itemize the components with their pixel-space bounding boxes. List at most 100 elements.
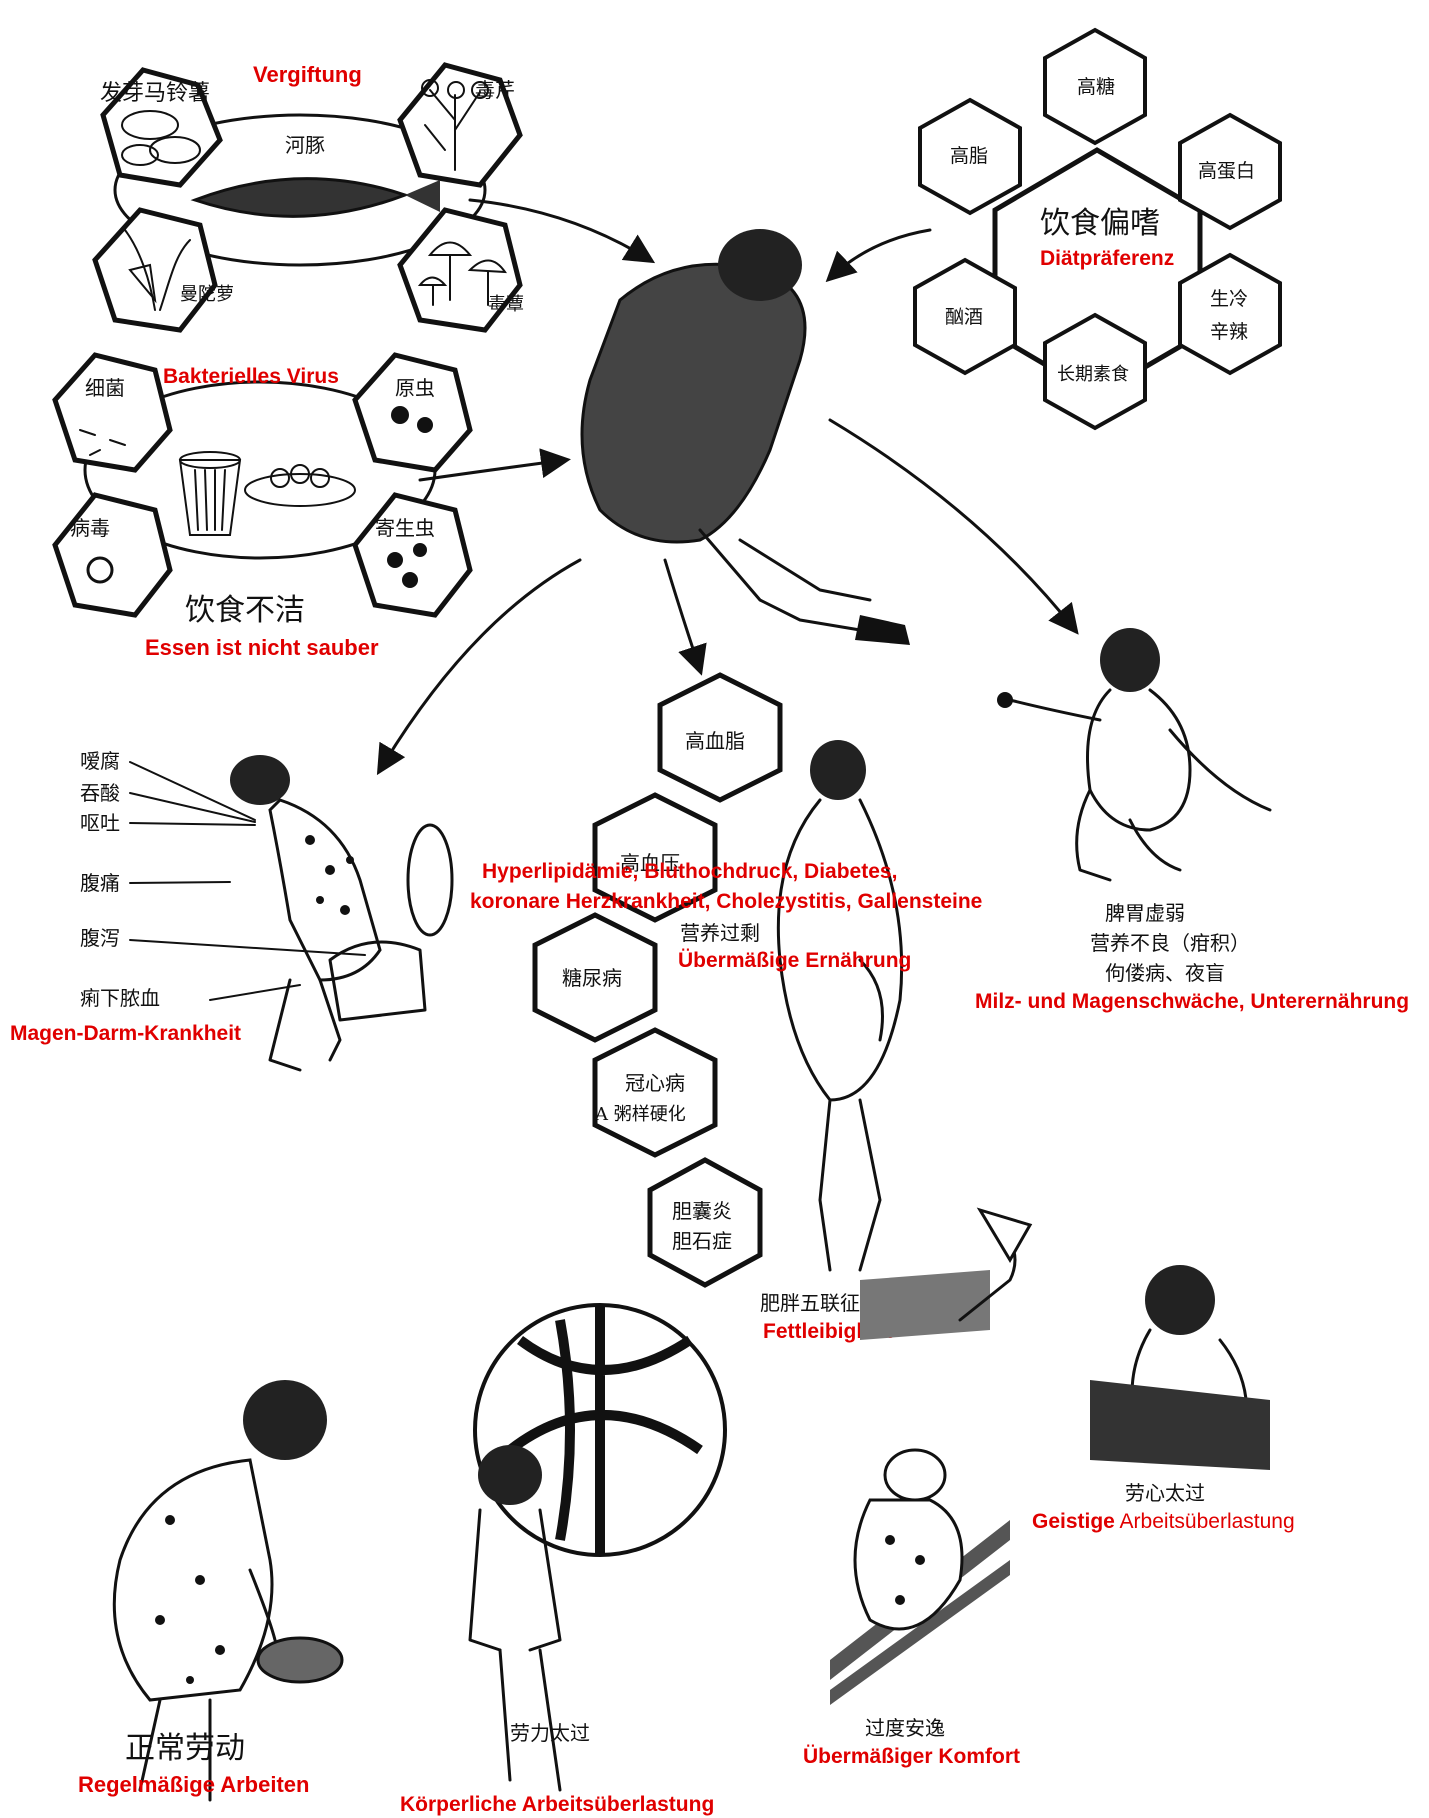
virus-hex [52, 492, 173, 618]
pref-hex-protein [1178, 112, 1282, 231]
poison-item-datura: 曼陀萝 [180, 284, 234, 305]
unclean-item-protozoa: 原虫 [395, 376, 435, 400]
preference-center-zh: 饮食偏嗜 [1040, 206, 1160, 241]
bacteria-drawing [79, 429, 126, 456]
poison-item-hemlock: 毒芹 [475, 78, 515, 102]
physical-overwork-cluster: 劳力太过 Körperliche Arbeitsüberlastung [400, 1303, 727, 1816]
mental-overwork-de-rest: Arbeitsüberlastung [1115, 1510, 1295, 1533]
obesity-hex-gall [647, 1157, 763, 1288]
physical-overwork-zh: 劳力太过 [510, 1721, 590, 1745]
poison-item-potato: 发芽马铃薯 [100, 81, 210, 106]
gastro-symptom-3: 呕吐 [80, 811, 120, 835]
poisoning-ellipse [113, 113, 487, 267]
mental-overwork-de: Geistige Arbeitsüberlastung [1032, 1510, 1295, 1533]
obesity-diseases-de-line1: Hyperlipidämie, Bluthochdruck, Diabetes, [482, 860, 897, 883]
datura-drawing [124, 229, 191, 311]
arrow-spleen [828, 418, 1079, 635]
unclean-pathogen-de: Bakterielles Virus [163, 365, 339, 388]
pref-item-protein: 高蛋白 [1198, 160, 1255, 182]
potato-hex [100, 67, 223, 188]
preference-de-label: Diätpräferenz [1040, 247, 1174, 270]
normal-labor-de: Regelmäßige Arbeiten [78, 1772, 309, 1797]
physical-overwork-de: Körperliche Arbeitsüberlastung [400, 1793, 714, 1816]
pref-hex-cold [1178, 252, 1282, 376]
parasite-hex [352, 492, 473, 618]
mental-overwork-de-bold: Geistige [1032, 1510, 1115, 1533]
unclean-item-parasite: 寄生虫 [375, 516, 435, 540]
studying-man-drawing [860, 1207, 1270, 1470]
spleen-de-label: Milz- und Magenschwäche, Unterernährung [975, 990, 1409, 1013]
sweeping-woman-drawing [112, 1380, 344, 1802]
spleen-cluster: 脾胃虚弱 营养不良（疳积） 佝偻病、夜盲 Milz- und Magenschw… [975, 628, 1409, 1013]
mushroom-drawing [417, 241, 507, 306]
obesity-diseases-de-line2: koronare Herzkrankheit, Cholezystitis, G… [470, 890, 982, 913]
symptom-pointer-lines [129, 761, 366, 1001]
pref-item-fat: 高脂 [950, 145, 988, 167]
obesity-hex-diabetes [532, 912, 658, 1043]
plate-drawing [244, 464, 356, 507]
potato-drawing [121, 110, 201, 166]
unclean-cluster: 细菌 原虫 病毒 寄生虫 Bakterielles Virus 饮食不洁 Ess… [52, 352, 473, 660]
resting-person-drawing [830, 1448, 1010, 1705]
poisoning-de-label: Vergiftung [253, 62, 362, 87]
obesity-hex-pressure [592, 792, 718, 923]
unclean-item-bacteria: 细菌 [85, 376, 125, 400]
normal-labor-cluster: 正常劳动 Regelmäßige Arbeiten [78, 1380, 344, 1802]
central-sick-man-drawing [580, 229, 910, 645]
obese-woman-drawing [776, 740, 904, 1272]
spleen-zh-line3: 佝偻病、夜盲 [1105, 961, 1225, 985]
flow-arrows [376, 198, 1079, 776]
poison-item-pufferfish: 河豚 [285, 133, 325, 157]
protozoa-hex [352, 352, 473, 473]
vomiting-woman-drawing [230, 755, 454, 1072]
pref-item-cold: 生冷 [1210, 288, 1248, 310]
gastro-symptom-5: 腹泻 [80, 926, 120, 950]
poisoning-cluster: 发芽马铃薯 毒芹 河豚 曼陀萝 毒蕈 Vergiftung [92, 62, 524, 333]
unclean-item-virus: 病毒 [70, 516, 110, 540]
obesity-hex-lipid [657, 672, 783, 803]
arrow-gastro [376, 558, 582, 776]
malnourished-child-drawing [997, 628, 1272, 882]
gastro-symptom-6: 痢下脓血 [80, 986, 160, 1010]
preference-cluster: 高糖 高脂 高蛋白 酗酒 生冷 辛辣 长期素食 饮食偏嗜 Diätpräfere… [913, 27, 1282, 431]
mushroom-hex [397, 207, 523, 333]
mental-overwork-cluster: 劳心太过 Geistige Arbeitsüberlastung [860, 1207, 1295, 1533]
gastro-symptom-4: 腹痛 [80, 871, 120, 895]
pref-hex-alcohol [913, 257, 1017, 376]
poison-item-mushroom: 毒蕈 [488, 294, 524, 315]
unclean-de-label: Essen ist nicht sauber [145, 635, 379, 660]
hemlock-drawing [421, 79, 489, 171]
man-carrying-load-drawing [468, 1303, 727, 1792]
obesity-item-cholecystitis: 胆囊炎 [672, 1199, 732, 1223]
arrow-unclean [418, 448, 571, 482]
cup-drawing [178, 451, 242, 536]
unclean-center-zh: 饮食不洁 [185, 593, 305, 628]
comfort-zh: 过度安逸 [865, 1716, 945, 1740]
gastro-symptom-2: 吞酸 [80, 781, 120, 805]
comfort-cluster: 过度安逸 Übermäßiger Komfort [803, 1448, 1020, 1768]
pref-item-sugar: 高糖 [1077, 76, 1115, 98]
spleen-zh-line1: 脾胃虚弱 [1105, 901, 1185, 925]
obesity-cluster: 高血脂 高血压 糖尿病 冠心病 A 粥样硬化 胆囊炎 胆石症 Hyperlipi… [470, 672, 982, 1343]
overnutrition-de: Übermäßige Ernährung [678, 949, 911, 972]
pref-hex-sugar [1043, 27, 1147, 146]
gastro-de-label: Magen-Darm-Krankheit [10, 1022, 241, 1045]
pref-hex-vegetarian [1043, 312, 1147, 431]
arrow-preference [825, 228, 932, 283]
obesity-item-gallstones: 胆石症 [672, 1229, 732, 1253]
pref-item-alcohol: 酗酒 [945, 306, 983, 328]
pref-item-vegetarian: 长期素食 [1057, 364, 1129, 385]
overnutrition-zh: 营养过剩 [680, 921, 760, 945]
datura-hex [92, 207, 218, 333]
obesity-item-lipid: 高血脂 [685, 729, 745, 753]
obesity-item-pressure: 高血压 [620, 851, 680, 875]
gastro-cluster: 嗳腐 吞酸 呕吐 腹痛 腹泻 痢下脓血 Magen-Darm-Krankheit [10, 749, 454, 1072]
spleen-zh-line2: 营养不良（疳积） [1090, 931, 1250, 955]
obesity-hex-heart [592, 1027, 718, 1158]
obesity-caption-zh: 肥胖五联征 [760, 1291, 860, 1315]
arrow-obesity [663, 558, 707, 676]
gastro-symptom-1: 嗳腐 [80, 749, 120, 773]
obesity-item-heart: 冠心病 [625, 1071, 685, 1095]
bacteria-hex [52, 352, 173, 473]
